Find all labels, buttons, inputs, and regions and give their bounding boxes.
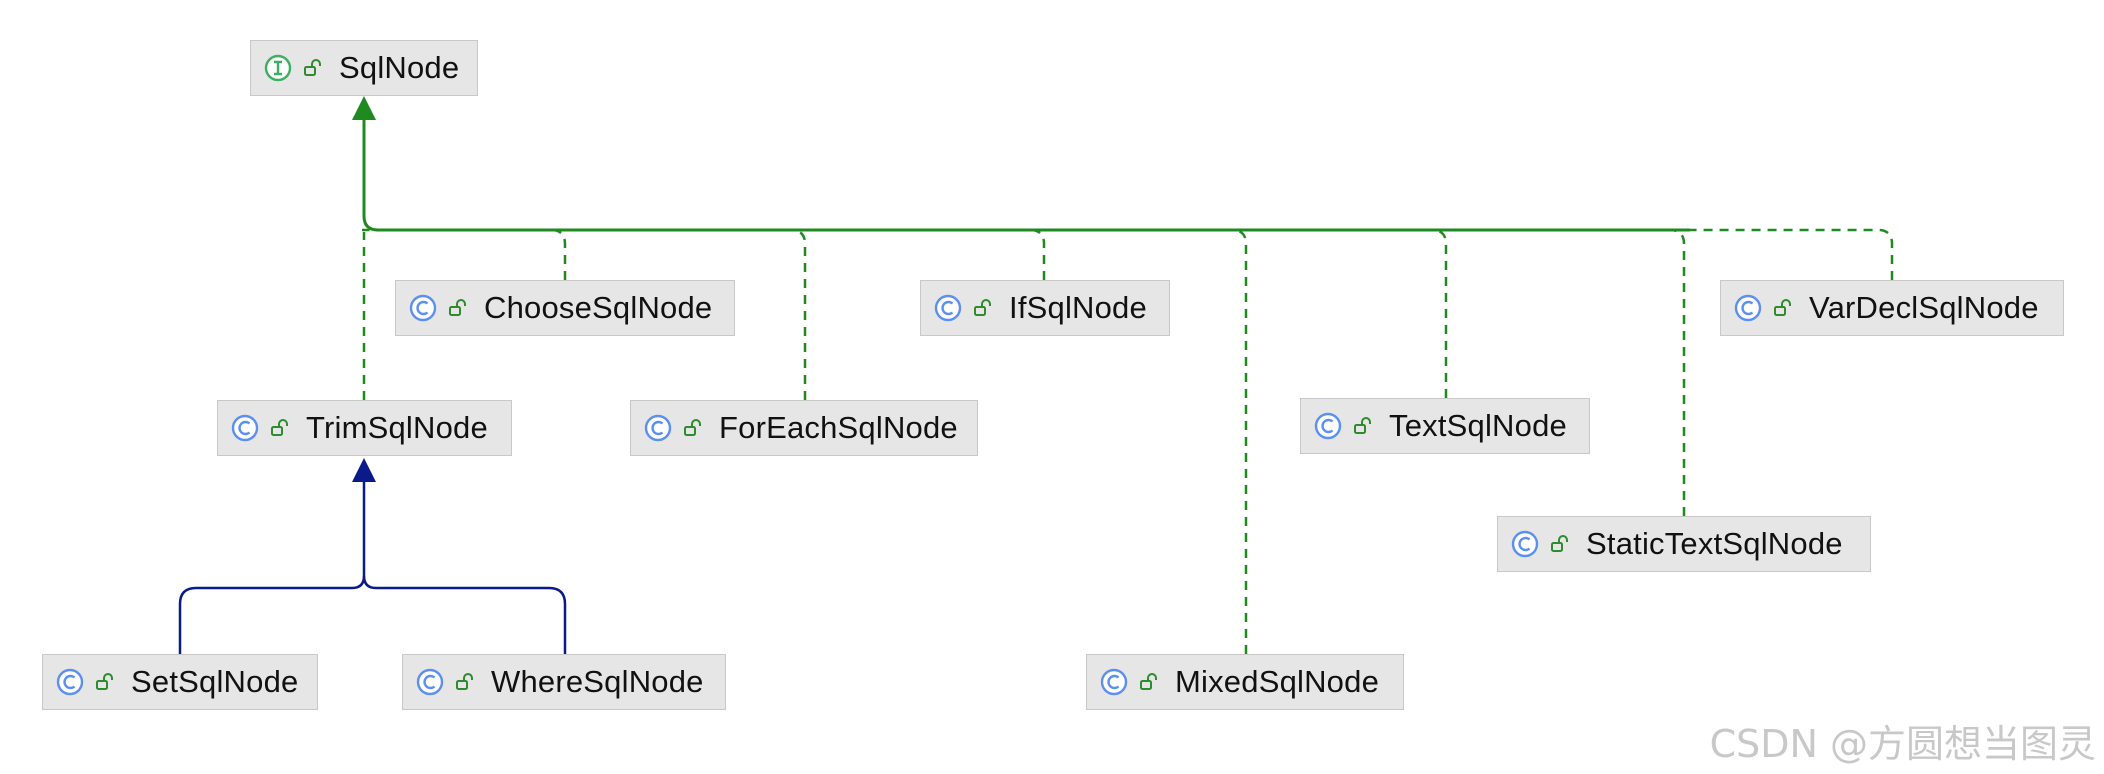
- unlocked-icon: [1354, 417, 1371, 434]
- node-mixedsqlnode[interactable]: MixedSqlNode: [1086, 654, 1404, 710]
- edge-set-to-trim: [178, 575, 366, 654]
- edge-text-to-sqlnode: [1431, 228, 1448, 398]
- node-textsqlnode[interactable]: TextSqlNode: [1300, 398, 1590, 454]
- unlocked-icon: [271, 419, 288, 436]
- node-ifsqlnode[interactable]: IfSqlNode: [920, 280, 1170, 336]
- node-label: VarDeclSqlNode: [1809, 290, 2039, 325]
- node-vardeclsqlnode[interactable]: VarDeclSqlNode: [1720, 280, 2064, 336]
- node-label: WhereSqlNode: [491, 664, 704, 699]
- extends-lines: [178, 476, 567, 654]
- node-label: TrimSqlNode: [306, 410, 488, 445]
- unlocked-icon: [1140, 673, 1157, 690]
- edge-if-to-sqlnode: [1029, 228, 1046, 280]
- class-icon: [1100, 668, 1128, 696]
- node-label: StaticTextSqlNode: [1586, 526, 1843, 561]
- class-icon: [1734, 294, 1762, 322]
- node-wheresqlnode[interactable]: WhereSqlNode: [402, 654, 726, 710]
- edge-mixed-to-sqlnode: [1231, 228, 1248, 654]
- implements-arrowhead: [352, 96, 376, 120]
- unlocked-icon: [1774, 299, 1791, 316]
- class-icon: [1314, 412, 1342, 440]
- node-foreachsqlnode[interactable]: ForEachSqlNode: [630, 400, 978, 456]
- edge-choose-to-sqlnode: [361, 228, 567, 280]
- edge-foreach-to-sqlnode: [790, 228, 807, 400]
- class-icon: [409, 294, 437, 322]
- edge-vardecl-to-sqlnode: [376, 228, 1894, 280]
- unlocked-icon: [684, 419, 701, 436]
- class-icon: [934, 294, 962, 322]
- interface-icon: [264, 54, 292, 82]
- node-statictextsqlnode[interactable]: StaticTextSqlNode: [1497, 516, 1871, 572]
- node-label: ForEachSqlNode: [719, 410, 958, 445]
- class-icon: [644, 414, 672, 442]
- class-icon: [56, 668, 84, 696]
- node-label: SetSqlNode: [131, 664, 299, 699]
- node-label: SqlNode: [339, 50, 460, 85]
- node-label: ChooseSqlNode: [484, 290, 713, 325]
- node-trimsqlnode[interactable]: TrimSqlNode: [217, 400, 512, 456]
- unlocked-icon: [449, 299, 466, 316]
- node-label: MixedSqlNode: [1175, 664, 1380, 699]
- unlocked-icon: [1551, 535, 1568, 552]
- edge-where-to-trim: [362, 575, 567, 654]
- node-sqlnode[interactable]: SqlNode: [250, 40, 478, 96]
- class-icon: [231, 414, 259, 442]
- class-icon: [1511, 530, 1539, 558]
- unlocked-icon: [96, 673, 113, 690]
- extends-arrowhead: [352, 458, 376, 482]
- watermark-text: CSDN @方圆想当图灵: [1709, 722, 2096, 766]
- node-setsqlnode[interactable]: SetSqlNode: [42, 654, 318, 710]
- unlocked-icon: [456, 673, 473, 690]
- implements-trunk: [362, 112, 1690, 232]
- unlocked-icon: [974, 299, 991, 316]
- node-label: IfSqlNode: [1009, 290, 1147, 325]
- node-label: TextSqlNode: [1389, 408, 1567, 443]
- node-choosesqlnode[interactable]: ChooseSqlNode: [395, 280, 735, 336]
- class-icon: [416, 668, 444, 696]
- edge-statictext-to-sqlnode: [1669, 228, 1686, 516]
- unlocked-icon: [304, 59, 321, 76]
